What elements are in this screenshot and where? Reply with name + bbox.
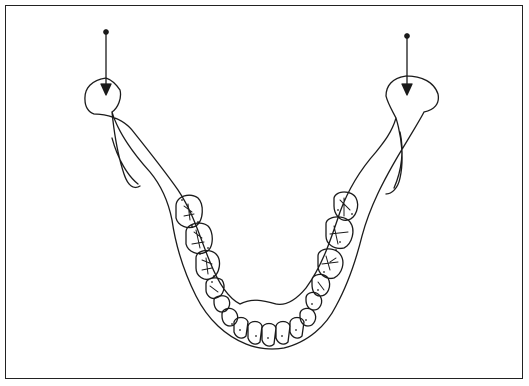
- left-arrow: [101, 30, 111, 95]
- tooth-i5: [290, 318, 304, 339]
- tooth-i4: [276, 322, 290, 345]
- incisors: [234, 318, 304, 347]
- left-teeth: [176, 195, 238, 326]
- tooth-r4: [306, 292, 322, 310]
- right-ramus-contour: [386, 118, 402, 194]
- tooth-i2: [248, 322, 262, 345]
- tooth-r3: [300, 308, 316, 326]
- right-teeth: [300, 192, 358, 326]
- tooth-i1: [234, 318, 248, 339]
- tooth-i3: [262, 324, 276, 347]
- mandible-outline: [85, 76, 438, 349]
- right-arrow: [402, 34, 412, 95]
